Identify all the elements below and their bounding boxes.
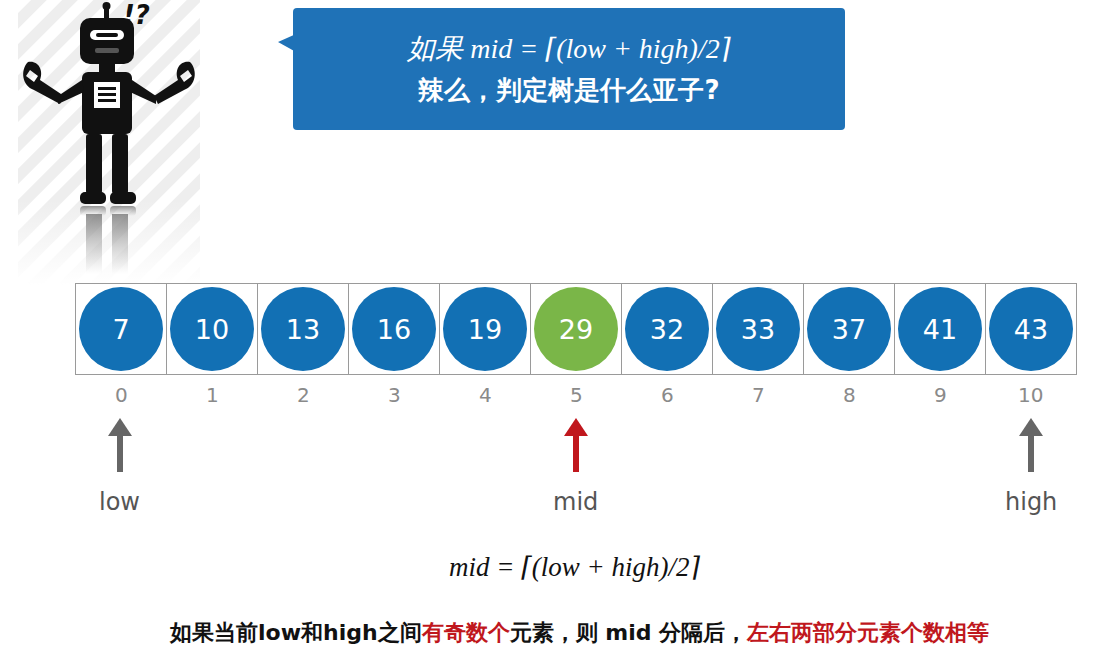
array-element-circle: 13 <box>261 287 345 371</box>
element-value: 7 <box>112 314 129 345</box>
summary-text: 左右两部分元素个数相等 <box>747 620 989 645</box>
array-cells <box>76 284 1077 375</box>
element-value: 37 <box>832 314 866 345</box>
element-value: 33 <box>741 314 775 345</box>
speech-bubble: 如果 mid = ⌈(low + high)/2⌉ 辣么，判定树是什么亚子? <box>293 8 845 130</box>
element-value: 32 <box>650 314 684 345</box>
element-value: 13 <box>286 314 320 345</box>
robot-reflection <box>80 206 136 274</box>
bubble-question: 辣么，判定树是什么亚子? <box>313 73 825 108</box>
array-element-circle: 43 <box>989 287 1073 371</box>
exclamation-mark: !? <box>123 0 150 31</box>
summary-text: 如果当前low和high之间 <box>170 620 422 645</box>
pointer-arrow <box>108 418 132 472</box>
array-element-circle: 29 <box>534 287 618 371</box>
element-value: 41 <box>923 314 957 345</box>
index-number: 9 <box>934 383 947 407</box>
pointer-label: high <box>1005 488 1057 517</box>
index-number: 2 <box>297 383 310 407</box>
index-number: 10 <box>1018 383 1043 407</box>
summary-text: 有奇数个 <box>422 620 510 645</box>
index-number: 3 <box>388 383 401 407</box>
array-element-circle: 19 <box>443 287 527 371</box>
pointer-label: mid <box>553 488 598 517</box>
index-number: 8 <box>843 383 856 407</box>
index-number: 0 <box>115 383 128 407</box>
element-value: 19 <box>468 314 502 345</box>
array-element-circle: 10 <box>170 287 254 371</box>
robot-background <box>18 0 200 285</box>
element-value: 29 <box>559 314 593 345</box>
array-element-circle: 37 <box>807 287 891 371</box>
formula: mid = ⌈(low + high)/2⌉ <box>449 551 700 583</box>
summary-sentence: 如果当前low和high之间有奇数个元素，则 mid 分隔后，左右两部分元素个数… <box>170 618 989 648</box>
mid-pointer-arrow <box>564 418 588 472</box>
index-number: 1 <box>206 383 219 407</box>
summary-text: 元素，则 mid 分隔后， <box>510 620 748 645</box>
index-number: 4 <box>479 383 492 407</box>
robot-figure <box>23 2 195 204</box>
array-element-circle: 32 <box>625 287 709 371</box>
bubble-formula: 如果 mid = ⌈(low + high)/2⌉ <box>313 30 825 68</box>
array-element-circle: 7 <box>79 287 163 371</box>
index-number: 6 <box>661 383 674 407</box>
array-element-circle: 41 <box>898 287 982 371</box>
index-number: 5 <box>570 383 583 407</box>
array-element-circle: 16 <box>352 287 436 371</box>
element-value: 16 <box>377 314 411 345</box>
pointer-label: low <box>99 488 140 517</box>
pointer-arrow <box>1019 418 1043 472</box>
array-element-circle: 33 <box>716 287 800 371</box>
element-value: 43 <box>1014 314 1048 345</box>
index-number: 7 <box>752 383 765 407</box>
element-value: 10 <box>195 314 229 345</box>
